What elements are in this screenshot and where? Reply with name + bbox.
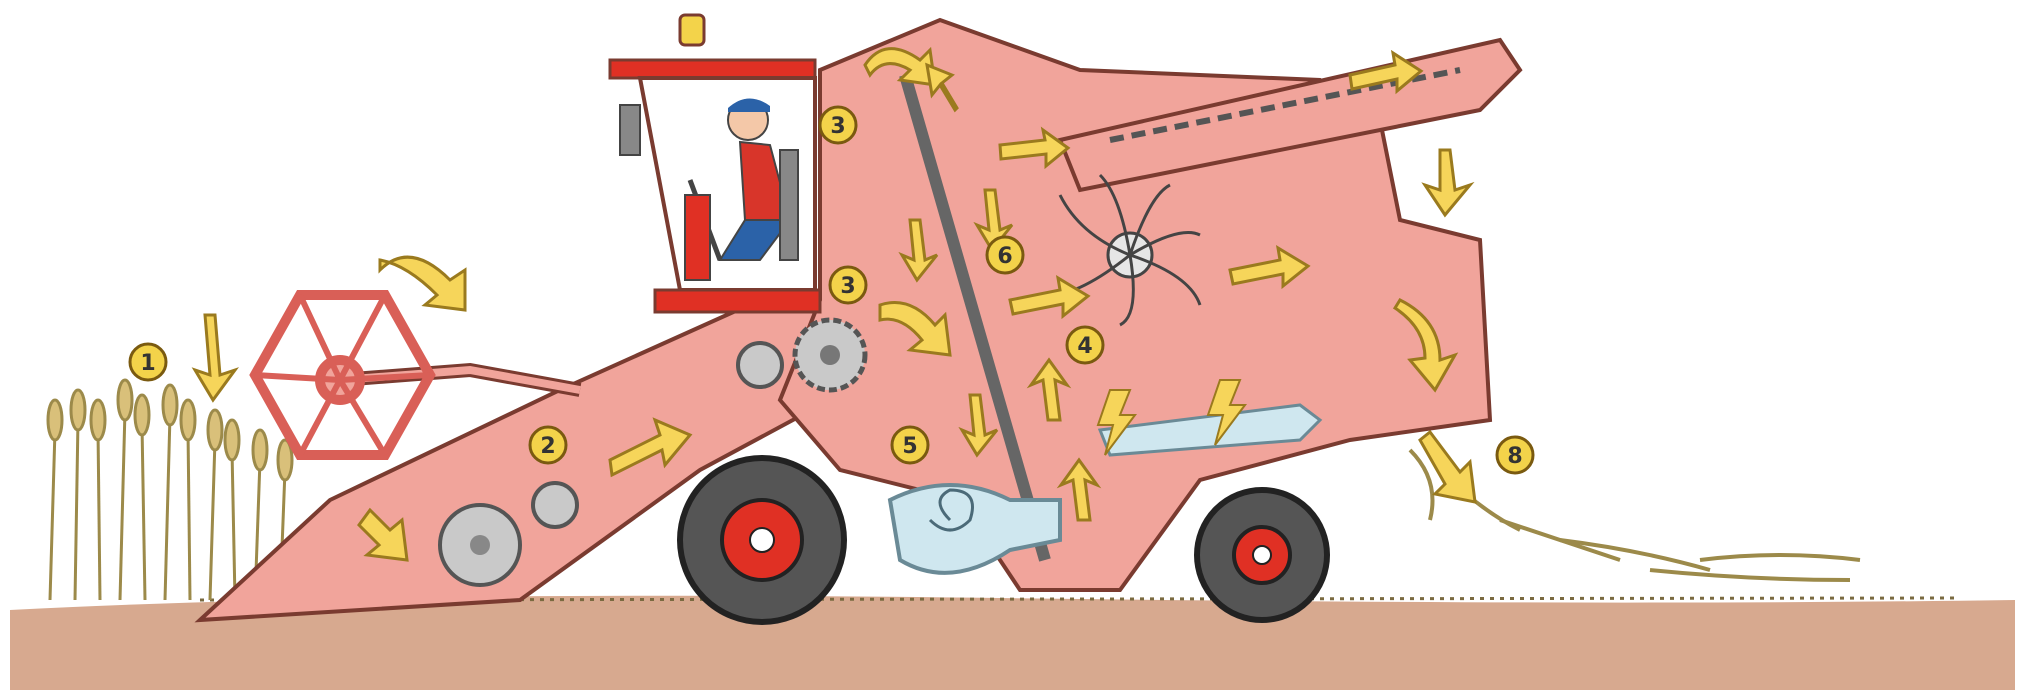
- badge-4-label: 4: [1077, 334, 1092, 359]
- badge-3-label: 3: [830, 114, 845, 139]
- straw-output: [1410, 450, 1860, 580]
- feeder-roller-top: [738, 343, 782, 387]
- badge-2: 2: [530, 427, 566, 463]
- badge-6-label: 6: [997, 244, 1012, 269]
- badge-1: 1: [130, 344, 166, 380]
- beacon-light: [680, 15, 704, 45]
- cab-roof: [610, 60, 815, 78]
- badge-5: 5: [892, 427, 928, 463]
- reel: [255, 295, 430, 455]
- arrow-down-into-reel: [195, 315, 235, 400]
- cab-floor: [655, 290, 820, 312]
- badge-3: 3: [820, 107, 856, 143]
- front-wheel: [680, 458, 844, 622]
- badge-5-label: 5: [902, 434, 917, 459]
- badge-8-label: 8: [1507, 444, 1522, 469]
- badge-1-label: 1: [140, 351, 155, 376]
- feeder-roller-small: [533, 483, 577, 527]
- badge-8: 8: [1497, 437, 1533, 473]
- badge-3b-label: 3: [840, 274, 855, 299]
- arrow-discharge: [1420, 432, 1475, 502]
- mirror: [620, 105, 640, 155]
- badge-3b: 3: [830, 267, 866, 303]
- badge-4: 4: [1067, 327, 1103, 363]
- badge-6: 6: [987, 237, 1023, 273]
- badge-2-label: 2: [540, 434, 555, 459]
- arrow-auger-down: [1425, 150, 1470, 215]
- rear-wheel: [1197, 490, 1327, 620]
